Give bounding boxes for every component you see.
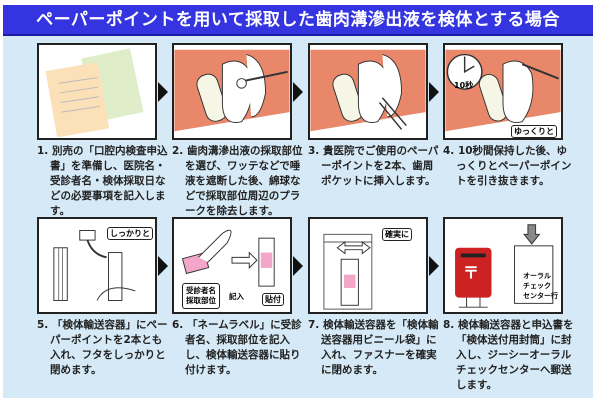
envelope-address: オーラルチェックセンター行	[523, 271, 558, 301]
step-8-illustration: 〒 オーラルチェックセンター行	[443, 217, 563, 314]
next-arrow	[293, 82, 303, 102]
firmly-label: しっかりと	[107, 227, 153, 240]
step-1-illustration	[37, 43, 157, 140]
attach-label: 貼付	[262, 293, 284, 306]
next-arrow	[158, 82, 168, 102]
slowly-label: ゆっくりと	[511, 125, 557, 138]
page-title: ペーパーポイントを用いて採取した歯肉溝滲出液を検体とする場合	[3, 5, 593, 36]
write-label: 記入	[229, 292, 244, 301]
step-1-caption: 1. 別売の「口腔内検査申込書」を準備し、医院名・受診者名・検体採取日などの必要…	[37, 145, 168, 217]
postbox-icon	[455, 247, 492, 298]
patient-name-label: 受診者名	[186, 286, 216, 295]
envelope-line: センター行	[523, 292, 558, 300]
step-5-caption: 5. 「検体輸送容器」にペーパーポイントを2本とも入れ、フタをしっかりと閉めます…	[37, 319, 168, 376]
timer-label: 10秒	[454, 81, 474, 90]
paper-point-withdraw-icon	[445, 49, 561, 132]
next-arrow	[429, 256, 439, 276]
step-6-illustration: 受診者名採取部位 記入 貼付	[172, 217, 292, 314]
sampling-site-label: 採取部位	[186, 296, 216, 305]
step-6-caption: 6. 「ネームラベル」に受診者名、採取部位を記入し、検体輸送容器に貼り付けます。	[172, 319, 302, 376]
step-7-caption: 7. 検体輸送容器を「検体輸送容器用ビニール袋」に入れ、ファスナーを確実に閉めま…	[308, 319, 439, 376]
application-forms-icon	[45, 48, 144, 138]
next-arrow	[158, 256, 168, 276]
step-4-caption: 4. 10秒間保持した後、ゆっくりとペーパーポイントを引き抜きます。	[443, 145, 572, 187]
paper-point-insert-icon	[310, 49, 426, 132]
name-field-box: 受診者名採取部位	[182, 283, 220, 309]
step-2-illustration	[172, 43, 292, 140]
step-3-illustration	[308, 43, 428, 140]
next-arrow	[429, 82, 439, 102]
cotton-pellet-icon	[174, 49, 290, 132]
step-4-illustration: 10秒 ゆっくりと	[443, 43, 563, 140]
next-arrow	[293, 256, 303, 276]
envelope-line: チェック	[523, 282, 551, 290]
securely-label: 確実に	[382, 228, 412, 241]
postal-mark: 〒	[463, 263, 480, 282]
postbox-envelope-icon	[455, 224, 554, 308]
step-3-caption: 3. 貴医院でご使用のペーパーポイントを2本、歯周ポケットに挿入します。	[308, 145, 439, 187]
step-2-caption: 2. 歯肉溝滲出液の採取部位を選び、ワッテなどで唾液を遮断した後、綿球などで採取…	[172, 145, 303, 217]
transport-container-icon	[53, 230, 136, 301]
envelope-icon	[514, 245, 554, 304]
name-label-icon	[181, 229, 275, 287]
step-5-illustration: しっかりと	[37, 217, 157, 314]
step-8-caption: 8. 検体輸送容器と申込書を「検体送付用封筒」に封入し、ジーシーオーラルチェック…	[443, 319, 574, 391]
vinyl-bag-icon	[323, 233, 373, 310]
step-7-illustration: 確実に	[308, 217, 428, 314]
envelope-line: オーラル	[523, 272, 551, 280]
